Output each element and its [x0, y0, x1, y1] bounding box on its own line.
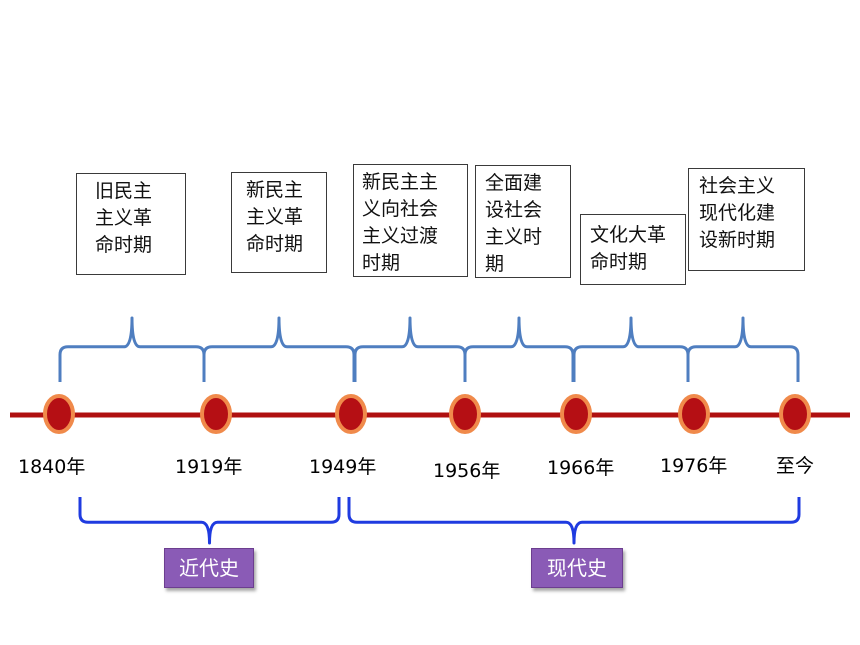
period-brace-full-construction [463, 316, 575, 382]
period-brace-transition [353, 316, 467, 382]
era-label-early-modern: 近代史 [164, 548, 254, 588]
year-label-1840: 1840年 [18, 456, 86, 478]
timeline-node-1919 [200, 394, 232, 434]
period-brace-new-democratic [202, 316, 356, 382]
period-brace-old-democratic [58, 316, 206, 382]
period-box-new-democratic: 新民主 主义革 命时期 [231, 172, 327, 273]
period-box-modernization: 社会主义 现代化建 设新时期 [688, 168, 805, 271]
era-brace-early-modern [78, 497, 341, 545]
year-label-1966: 1966年 [547, 457, 615, 479]
period-box-full-construction: 全面建 设社会 主义时 期 [475, 165, 571, 278]
era-braces [78, 497, 801, 545]
year-label-1956: 1956年 [433, 460, 501, 482]
period-braces [58, 316, 800, 382]
period-box-transition: 新民主主 义向社会 主义过渡 时期 [353, 164, 468, 277]
year-label-1949: 1949年 [309, 456, 377, 478]
period-box-cultural-revolution: 文化大革 命时期 [580, 214, 686, 285]
timeline-node-1966 [560, 394, 592, 434]
timeline-node-1976 [678, 394, 710, 434]
period-brace-cultural-revolution [572, 316, 690, 382]
timeline-node-1840 [43, 394, 75, 434]
era-brace-contemporary [347, 497, 801, 545]
year-label-present: 至今 [776, 455, 815, 477]
timeline-nodes [43, 394, 811, 434]
period-box-old-democratic: 旧民主 主义革 命时期 [76, 173, 186, 275]
era-label-contemporary: 现代史 [531, 548, 623, 588]
timeline-node-1949 [335, 394, 367, 434]
period-brace-modernization [686, 316, 800, 382]
year-label-1976: 1976年 [660, 455, 728, 477]
timeline-node-1956 [449, 394, 481, 434]
year-label-1919: 1919年 [175, 456, 243, 478]
timeline-node-present [779, 394, 811, 434]
